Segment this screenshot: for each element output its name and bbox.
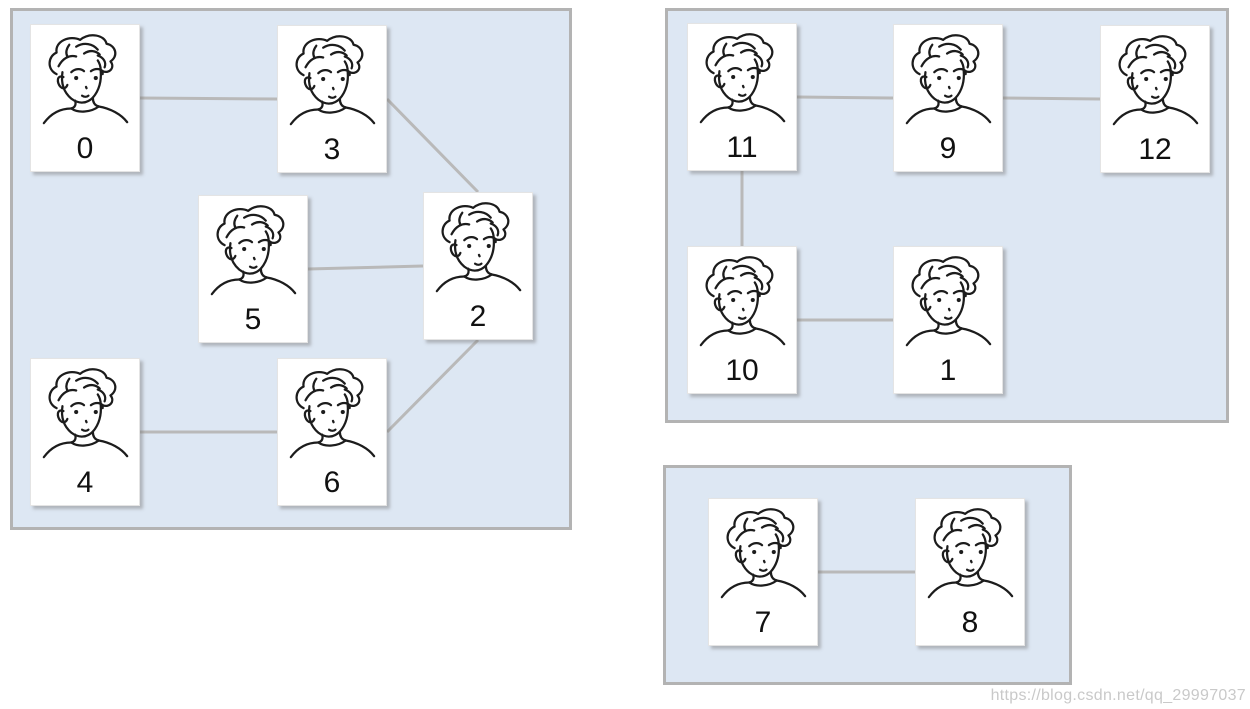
node-label: 2	[469, 300, 487, 333]
person-node-card-4: 4	[30, 358, 140, 506]
person-avatar-icon	[36, 30, 134, 132]
person-node-card-9: 9	[893, 24, 1003, 172]
node-label: 4	[76, 466, 94, 499]
node-label: 9	[939, 132, 957, 165]
node-label: 3	[323, 133, 341, 166]
person-avatar-icon	[714, 504, 812, 606]
person-avatar-icon	[921, 504, 1019, 606]
person-avatar-icon	[36, 364, 134, 466]
person-avatar-icon	[1106, 31, 1204, 133]
person-avatar-icon	[283, 31, 381, 133]
person-node-card-3: 3	[277, 25, 387, 173]
person-node-card-11: 11	[687, 23, 797, 171]
person-node-card-0: 0	[30, 24, 140, 172]
person-avatar-icon	[693, 252, 791, 354]
watermark-url: https://blog.csdn.net/qq_29997037	[990, 687, 1246, 704]
node-label: 0	[76, 132, 94, 165]
person-node-card-2: 2	[423, 192, 533, 340]
node-label: 12	[1138, 133, 1172, 166]
node-label: 7	[754, 606, 772, 639]
person-node-card-8: 8	[915, 498, 1025, 646]
person-avatar-icon	[693, 29, 791, 131]
node-label: 6	[323, 466, 341, 499]
person-node-card-6: 6	[277, 358, 387, 506]
person-node-card-12: 12	[1100, 25, 1210, 173]
person-node-card-5: 5	[198, 195, 308, 343]
person-avatar-icon	[283, 364, 381, 466]
person-node-card-1: 1	[893, 246, 1003, 394]
node-label: 11	[726, 131, 758, 164]
person-node-card-7: 7	[708, 498, 818, 646]
node-label: 5	[244, 303, 262, 336]
person-avatar-icon	[429, 198, 527, 300]
person-node-card-10: 10	[687, 246, 797, 394]
person-avatar-icon	[899, 252, 997, 354]
node-label: 8	[961, 606, 979, 639]
person-avatar-icon	[204, 201, 302, 303]
person-avatar-icon	[899, 30, 997, 132]
node-label: 1	[939, 354, 957, 387]
node-label: 10	[725, 354, 759, 387]
